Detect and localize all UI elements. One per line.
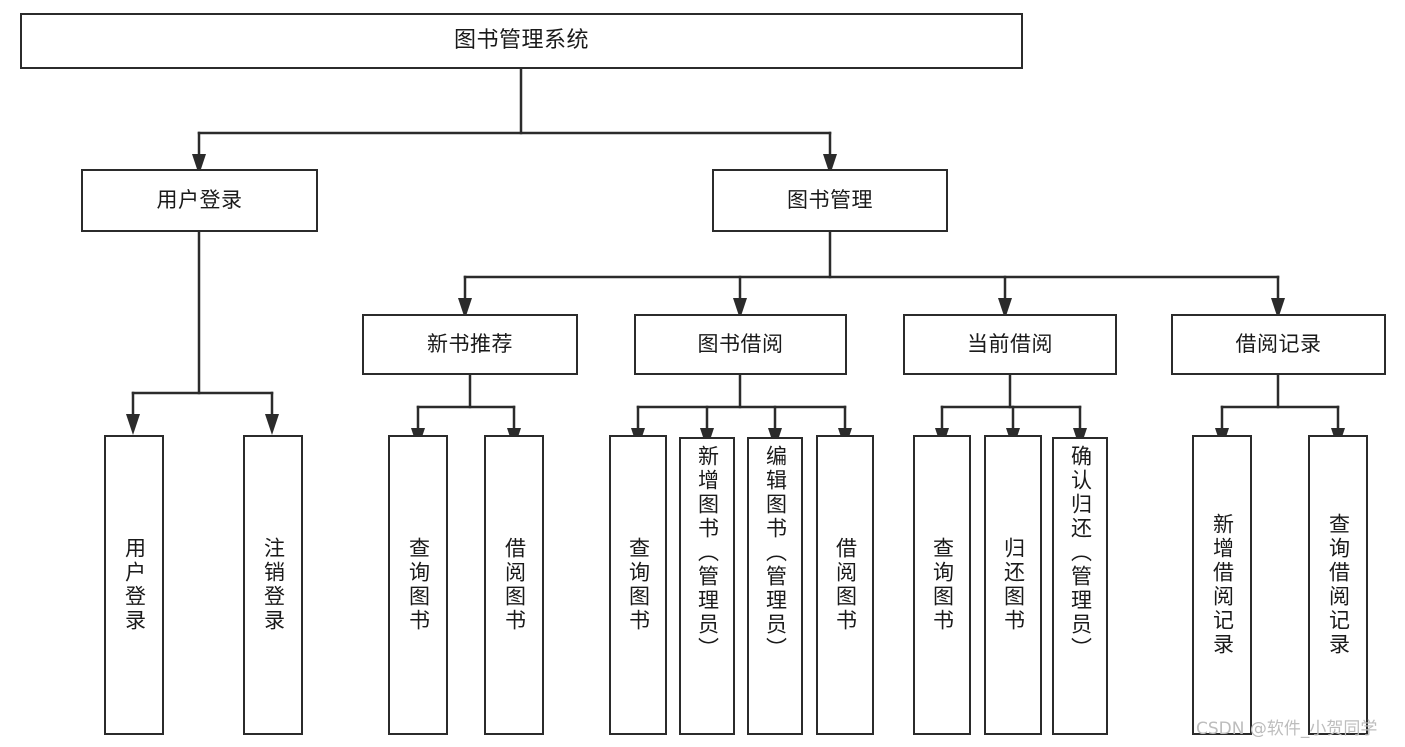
node-leaf-bor-3[interactable]: 编辑图书（管理员） — [747, 437, 803, 735]
node-leaf-bor-1[interactable]: 查询图书 — [609, 435, 667, 735]
arrowhead-icon — [265, 414, 279, 435]
node-leaf-cur-1[interactable]: 查询图书 — [913, 435, 971, 735]
node-current[interactable]: 当前借阅 — [903, 314, 1117, 375]
arrowhead-icon — [126, 414, 140, 435]
node-leaf-bor-2[interactable]: 新增图书（管理员） — [679, 437, 735, 735]
node-label: 查询图书 — [406, 537, 431, 633]
node-label: 编辑图书（管理员） — [763, 445, 788, 661]
node-label: 图书管理 — [787, 188, 873, 213]
node-records[interactable]: 借阅记录 — [1171, 314, 1386, 375]
node-label: 确认归还（管理员） — [1068, 445, 1093, 661]
node-leaf-new-1[interactable]: 查询图书 — [388, 435, 448, 735]
node-label: 借阅图书 — [833, 537, 858, 633]
node-label: 借阅记录 — [1235, 332, 1322, 357]
node-label: 查询图书 — [930, 537, 955, 633]
node-borrow[interactable]: 图书借阅 — [634, 314, 847, 375]
node-label: 用户登录 — [122, 537, 147, 633]
node-label: 注销登录 — [261, 537, 286, 633]
node-label: 当前借阅 — [967, 332, 1053, 357]
node-leaf-login-1[interactable]: 用户登录 — [104, 435, 164, 735]
node-label: 图书借阅 — [697, 332, 784, 357]
node-label: 查询图书 — [626, 537, 651, 633]
node-leaf-login-2[interactable]: 注销登录 — [243, 435, 303, 735]
node-label: 用户登录 — [156, 188, 243, 213]
node-label: 新增借阅记录 — [1210, 513, 1235, 657]
node-leaf-rec-2[interactable]: 查询借阅记录 — [1308, 435, 1368, 735]
csdn-watermark: CSDN @软件_小贺同学 — [1196, 719, 1378, 739]
node-label: 借阅图书 — [502, 537, 527, 633]
node-leaf-cur-2[interactable]: 归还图书 — [984, 435, 1042, 735]
node-leaf-bor-4[interactable]: 借阅图书 — [816, 435, 874, 735]
node-leaf-cur-3[interactable]: 确认归还（管理员） — [1052, 437, 1108, 735]
node-label: 新增图书（管理员） — [695, 445, 720, 661]
node-newbook[interactable]: 新书推荐 — [362, 314, 578, 375]
node-label: 查询借阅记录 — [1326, 513, 1351, 657]
node-bookmgmt[interactable]: 图书管理 — [712, 169, 948, 232]
node-leaf-new-2[interactable]: 借阅图书 — [484, 435, 544, 735]
node-label: 新书推荐 — [427, 332, 513, 357]
node-label: 归还图书 — [1001, 537, 1026, 633]
node-root[interactable]: 图书管理系统 — [20, 13, 1023, 69]
node-login[interactable]: 用户登录 — [81, 169, 318, 232]
node-label: 图书管理系统 — [453, 28, 589, 54]
node-leaf-rec-1[interactable]: 新增借阅记录 — [1192, 435, 1252, 735]
